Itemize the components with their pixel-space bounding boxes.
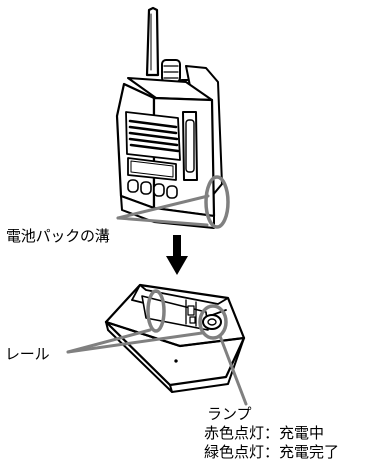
- lamp-label-block: ランプ 赤色点灯：充電中 緑色点灯：充電完了: [204, 405, 339, 462]
- rail-highlight-right: [198, 304, 228, 340]
- rail-leader-lines: [66, 328, 204, 354]
- lamp-leader-line: [218, 334, 248, 406]
- battery-pack-groove-label: 電池パックの溝: [6, 227, 110, 245]
- battery-leader-lines: [116, 194, 210, 227]
- charger-cradle-icon: [104, 283, 246, 393]
- rail-highlight-left: [146, 289, 166, 333]
- down-arrow-icon: [166, 235, 188, 275]
- lamp-green-status: 緑色点灯：充電完了: [204, 443, 340, 461]
- two-way-radio-icon: [115, 6, 223, 229]
- rail-label: レール: [5, 345, 50, 363]
- lamp-red-status: 赤色点灯：充電中: [204, 424, 325, 442]
- lamp-title: ランプ: [207, 405, 252, 423]
- battery-groove-highlight: [204, 175, 230, 229]
